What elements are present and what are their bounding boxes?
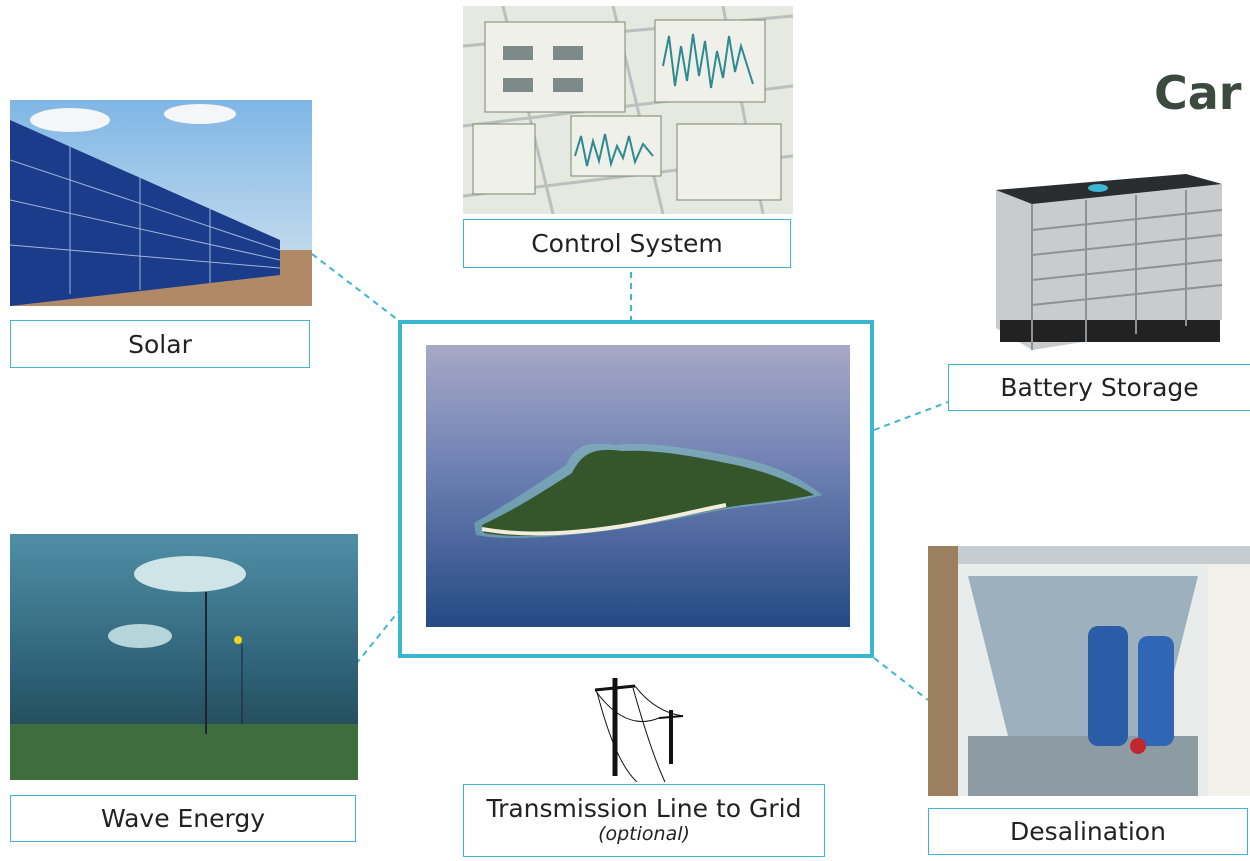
battery-label: Battery Storage (948, 364, 1250, 411)
control-system-label: Control System (463, 219, 791, 268)
solar-text: Solar (128, 329, 192, 359)
power-line-icon (585, 672, 695, 782)
connector-solar (311, 253, 399, 321)
page-title: Car (1154, 66, 1242, 120)
battery-image (986, 160, 1226, 356)
desalination-image (928, 546, 1250, 796)
transmission-text: Transmission Line to Grid (486, 794, 802, 824)
connector-wave (355, 611, 399, 665)
solar-image (10, 100, 312, 306)
desalination-label: Desalination (928, 808, 1248, 855)
transmission-label: Transmission Line to Grid (optional) (463, 784, 825, 857)
solar-label: Solar (10, 320, 310, 368)
wave-energy-text: Wave Energy (100, 804, 266, 833)
transmission-sublabel: (optional) (598, 822, 690, 845)
battery-text: Battery Storage (1000, 373, 1199, 402)
island-image (426, 345, 850, 627)
connector-desal (873, 657, 929, 701)
wave-energy-image (10, 534, 358, 780)
control-system-image (463, 6, 793, 214)
connector-battery (873, 401, 949, 431)
desalination-text: Desalination (1010, 817, 1166, 846)
control-system-text: Control System (531, 229, 723, 258)
wave-energy-label: Wave Energy (10, 795, 356, 842)
